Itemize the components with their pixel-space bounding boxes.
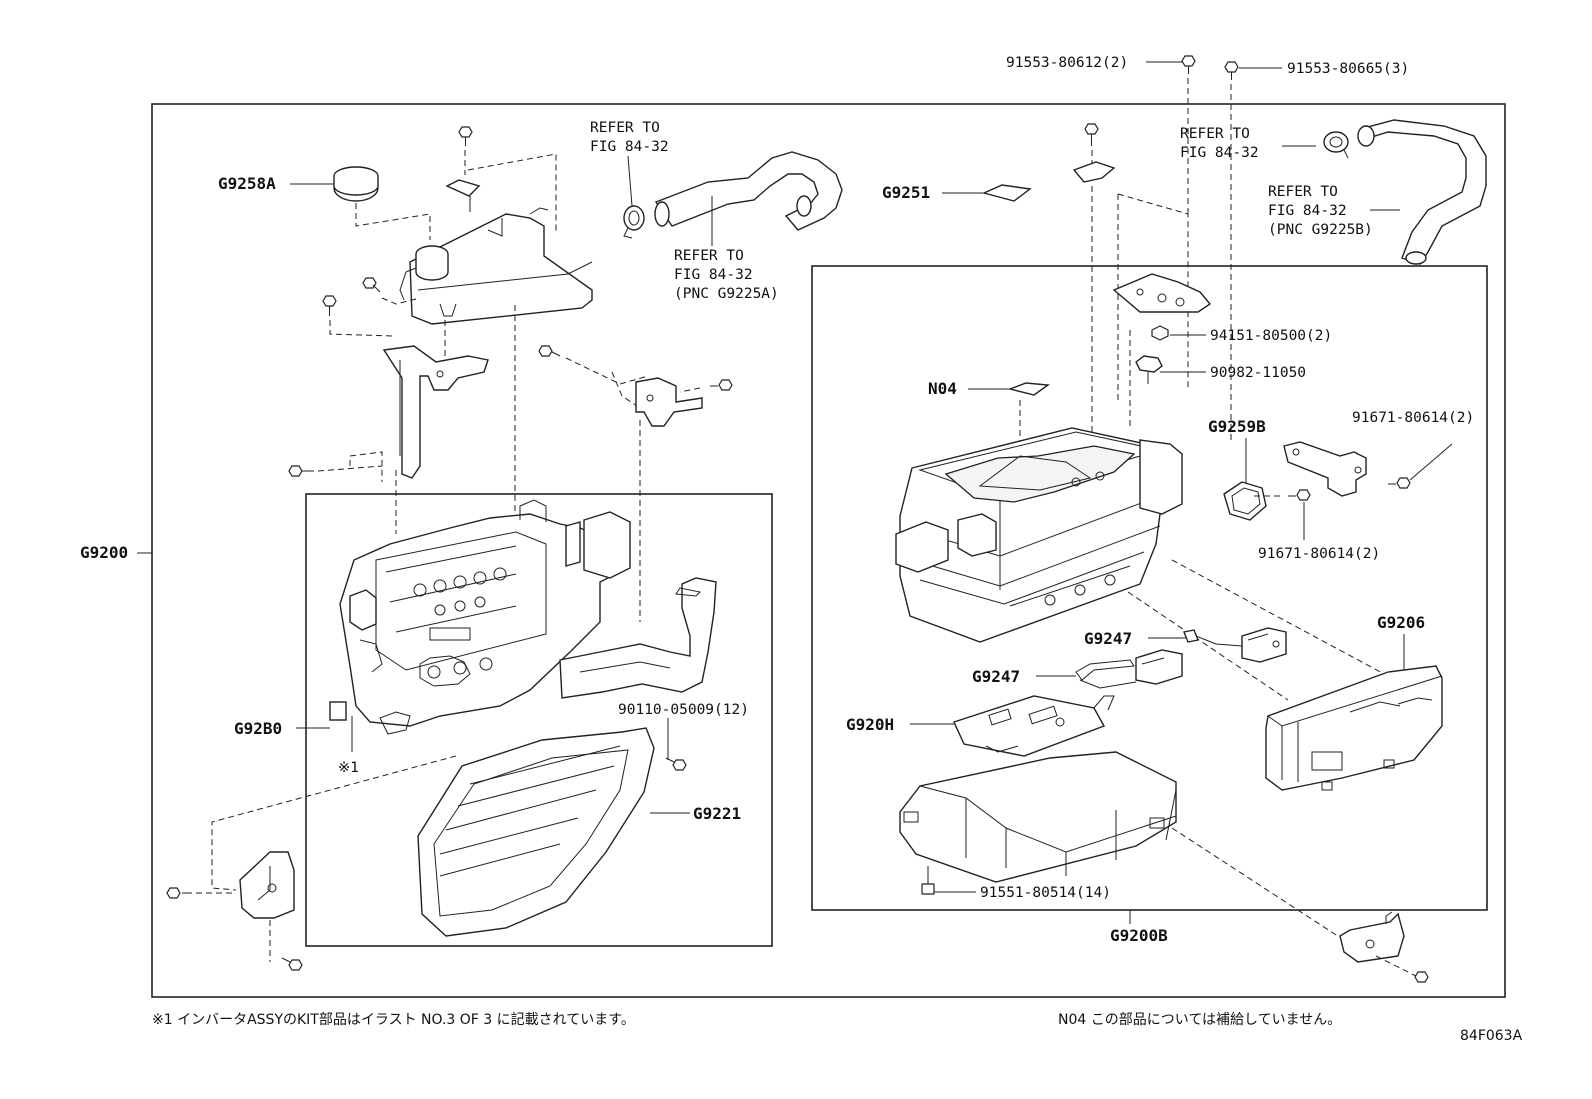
bolt-icon (1414, 971, 1429, 983)
bolt-icon (921, 866, 935, 895)
bolt-icon (288, 465, 314, 477)
label-g9258a: G9258A (218, 174, 276, 193)
label-g920h: G920H (846, 715, 894, 734)
mounting-bracket-icon (382, 345, 489, 479)
converter-housing-icon (1265, 665, 1443, 791)
coolant-hose-a-icon (654, 151, 843, 231)
nut-icon (1151, 325, 1169, 341)
footnote-kit-note: ※1 インバータASSYのKIT部品はイラスト NO.3 OF 3 に記載されて… (152, 1011, 635, 1028)
label-mark-1: ※1 (338, 760, 359, 776)
label-g9200: G9200 (80, 543, 128, 562)
label-refer-d-line2: FIG 84-32 (1268, 203, 1347, 219)
small-bracket-icon (1072, 161, 1116, 183)
small-bracket-icon (445, 179, 481, 212)
hose-clamp-icon (1323, 131, 1349, 159)
label-refer-b-line3: (PNC G9225A) (674, 286, 779, 302)
label-refer-a-line2: FIG 84-32 (590, 139, 669, 155)
reservoir-cap-icon (333, 166, 379, 202)
bolt-icon (710, 379, 733, 391)
label-g9200b: G9200B (1110, 926, 1168, 945)
label-refer-d-line1: REFER TO (1268, 184, 1338, 200)
connector-icon (329, 701, 411, 735)
label-bolt-80612: 91553-80612(2) (1006, 55, 1128, 71)
bolt-icon (458, 126, 473, 146)
wire-clamp-icon (1135, 355, 1163, 384)
label-g9247-a: G9247 (1084, 629, 1132, 648)
inverter-cover-gasket-icon (417, 727, 655, 937)
converter-lower-case-icon (899, 751, 1177, 883)
bolt-80612-icon (1181, 55, 1196, 74)
label-refer-b-line1: REFER TO (674, 248, 744, 264)
cable-a-icon (1183, 627, 1287, 663)
label-g9251: G9251 (882, 183, 930, 202)
label-refer-b-line2: FIG 84-32 (674, 267, 753, 283)
label-refer-c-line2: FIG 84-32 (1180, 145, 1259, 161)
label-nut-94151: 94151-80500(2) (1210, 328, 1332, 344)
label-n04: N04 (928, 379, 957, 398)
lower-bracket-icon (1339, 911, 1405, 963)
inverter-assembly-icon (339, 499, 631, 727)
label-g9247-b: G9247 (972, 667, 1020, 686)
screw-icon (665, 757, 687, 771)
label-bolt-91671-b: 91671-80614(2) (1258, 546, 1380, 562)
hose-clamp-icon (623, 205, 645, 239)
label-bolt-91671-a: 91671-80614(2) (1352, 410, 1474, 426)
bolt-icon (322, 295, 337, 316)
label-g92b0: G92B0 (234, 719, 282, 738)
label-plate-icon (981, 184, 1032, 202)
bolt-icon (538, 345, 561, 357)
label-bolt-91551: 91551-80514(14) (980, 885, 1111, 901)
bolt-icon (281, 957, 303, 971)
wire-harness-icon (559, 577, 717, 699)
main-frame (151, 103, 1506, 998)
bracket-icon (635, 377, 703, 427)
bolt-icon (362, 277, 381, 293)
kit-subframe (305, 493, 773, 947)
label-g9206: G9206 (1377, 613, 1425, 632)
g9200b-subframe (811, 265, 1488, 911)
circuit-board-icon (953, 695, 1115, 757)
figure-id: 84F063A (1460, 1028, 1523, 1044)
bolt-80665-icon (1224, 61, 1239, 80)
label-refer-d-line3: (PNC G9225B) (1268, 222, 1373, 238)
label-refer-a-line1: REFER TO (590, 120, 660, 136)
lower-mount-bracket-icon (239, 851, 295, 919)
harness-bracket-icon (1283, 441, 1367, 497)
label-bolt-80665: 91553-80665(3) (1287, 61, 1409, 77)
bolt-icon (1288, 489, 1311, 501)
bolt-icon (166, 887, 192, 899)
grommet-icon (1223, 481, 1267, 521)
converter-bracket-icon (1112, 273, 1212, 313)
label-refer-c-line1: REFER TO (1180, 126, 1250, 142)
label-g9259b: G9259B (1208, 417, 1266, 436)
inverter-with-converter-assembly-icon (895, 427, 1183, 643)
bolt-icon (1388, 477, 1411, 489)
footnote-n04-note: N04 この部品については補給していません。 (1058, 1012, 1341, 1028)
inverter-coolant-reservoir-icon (399, 207, 593, 325)
label-clamp-90982: 90982-11050 (1210, 365, 1306, 381)
label-g9221: G9221 (693, 804, 741, 823)
label-screw-90110: 90110-05009(12) (618, 702, 749, 718)
bolt-icon (1084, 123, 1099, 146)
caution-label-icon (1007, 382, 1050, 396)
coolant-hose-b-icon (1357, 119, 1487, 265)
cable-b-icon (1075, 649, 1183, 689)
